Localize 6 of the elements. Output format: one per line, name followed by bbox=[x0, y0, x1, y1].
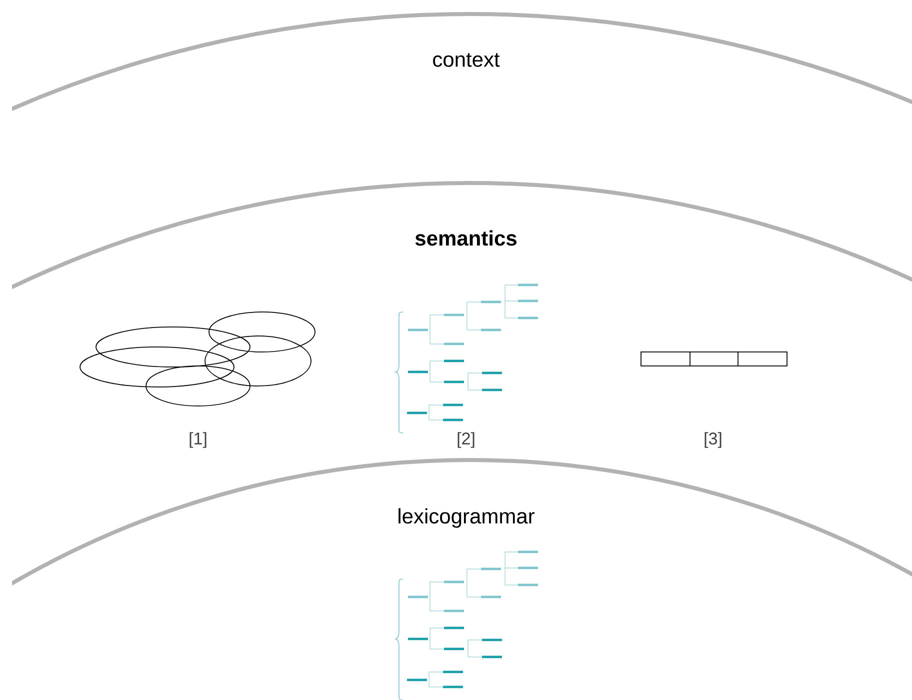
figure-number: [3] bbox=[704, 432, 722, 448]
layer-label: semantics bbox=[415, 230, 516, 246]
figure-number: [1] bbox=[190, 432, 206, 448]
layer-label: context bbox=[433, 53, 500, 67]
figure-number: [2] bbox=[458, 432, 474, 448]
layer-label: lexicogrammar bbox=[398, 508, 534, 528]
